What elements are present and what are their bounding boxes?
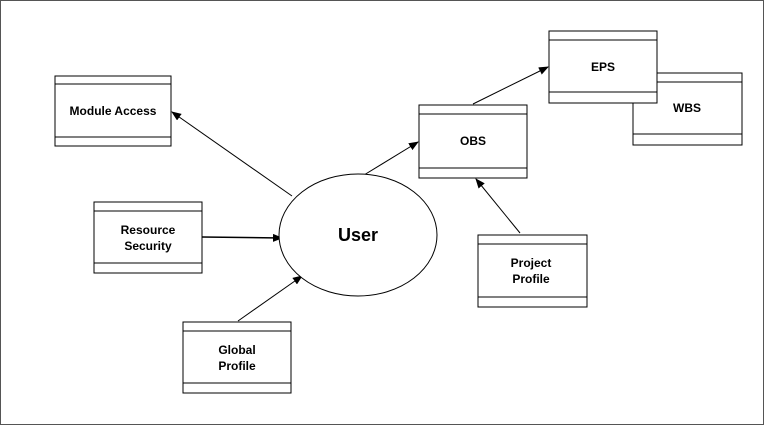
user-node: User bbox=[278, 173, 438, 297]
global-profile-label-line2: Profile bbox=[218, 359, 256, 373]
resource-security-box: Resource Security bbox=[93, 201, 203, 274]
project-profile-label-line2: Profile bbox=[512, 272, 550, 286]
global-profile-box: Global Profile bbox=[182, 321, 292, 394]
eps-box: EPS bbox=[548, 30, 658, 104]
eps-label: EPS bbox=[591, 60, 615, 74]
obs-label: OBS bbox=[460, 134, 486, 148]
arrow-obs-to-eps bbox=[472, 66, 549, 105]
arrow-global-profile-to-user bbox=[237, 275, 303, 322]
arrow-resource-security-to-user bbox=[201, 233, 283, 242]
global-profile-label-line1: Global bbox=[218, 343, 255, 357]
arrow-project-profile-to-obs bbox=[475, 178, 521, 234]
arrow-user-to-obs bbox=[363, 141, 419, 176]
obs-box: OBS bbox=[418, 104, 528, 179]
project-profile-box: Project Profile bbox=[477, 234, 588, 308]
module-access-label: Module Access bbox=[70, 104, 157, 118]
wbs-label: WBS bbox=[673, 101, 701, 115]
user-label: User bbox=[338, 225, 378, 245]
module-access-box: Module Access bbox=[54, 75, 172, 147]
project-profile-label-line1: Project bbox=[511, 256, 552, 270]
arrow-user-to-module-access bbox=[171, 111, 293, 197]
resource-security-label-line1: Resource bbox=[121, 223, 176, 237]
resource-security-label-line2: Security bbox=[124, 239, 172, 253]
